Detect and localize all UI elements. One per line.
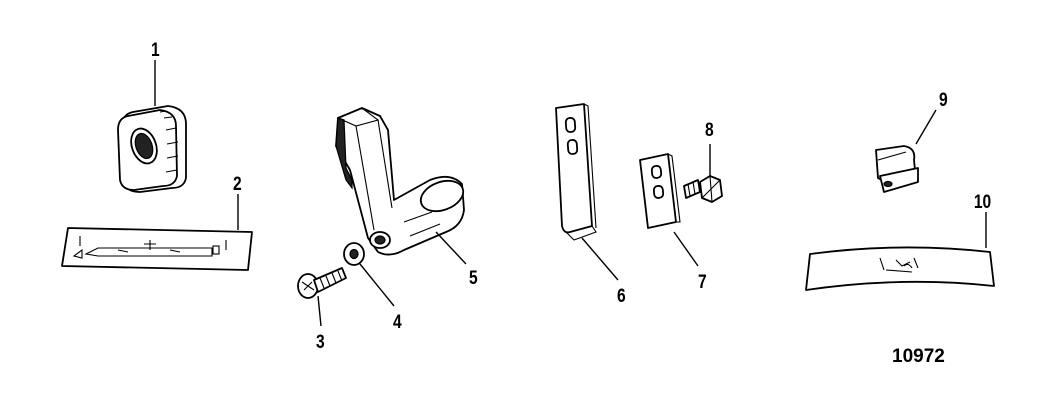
part-10-curved-decal: [805, 246, 995, 291]
part-5-lever-arm: [335, 107, 465, 256]
callout-7: 7: [698, 271, 707, 293]
leader-7: [673, 231, 699, 267]
callout-8: 8: [705, 119, 714, 141]
callout-9: 9: [939, 89, 948, 111]
part-6-long-bracket: [555, 103, 597, 241]
part-3-screw: [297, 267, 347, 299]
callout-2: 2: [233, 173, 242, 195]
callout-1: 1: [151, 39, 160, 61]
leader-9: [915, 109, 937, 145]
part-8-bolt: [683, 175, 723, 203]
part-2-direction-decal: [61, 227, 253, 271]
callout-5: 5: [469, 267, 478, 289]
figure-id: 10972: [892, 346, 945, 367]
part-4-washer: [343, 242, 365, 266]
part-1-grommet: [117, 105, 187, 193]
leader-4: [359, 263, 395, 307]
callout-4: 4: [393, 311, 402, 333]
callout-labels: 1 2 3 4 5 6 7 8 9 10 10972: [151, 39, 991, 367]
part-9-clip: [875, 145, 919, 193]
leader-5: [435, 231, 467, 265]
callout-6: 6: [617, 285, 626, 307]
part-7-short-bracket: [639, 153, 681, 229]
callout-3: 3: [316, 331, 325, 353]
leader-lines: [154, 60, 987, 327]
leader-6: [581, 237, 619, 281]
callout-10: 10: [974, 191, 991, 213]
leader-3: [317, 295, 322, 327]
